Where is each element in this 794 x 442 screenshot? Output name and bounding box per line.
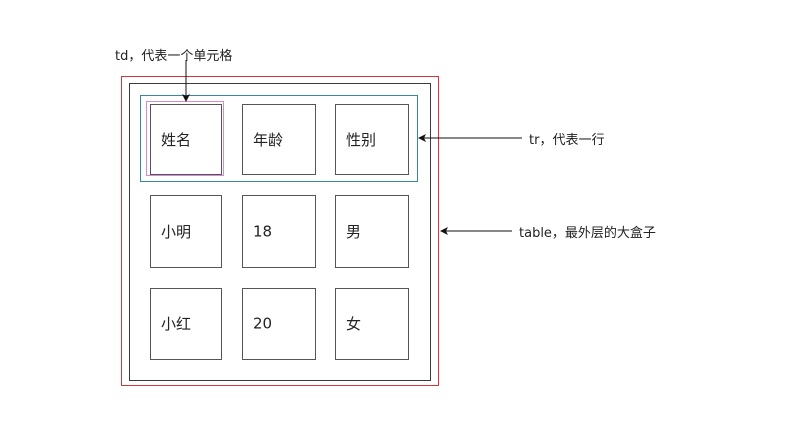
cell-text: 18 [253,222,273,241]
table-cell: 女 [335,288,409,360]
td-annotation-label: td，代表一个单元格 [115,49,233,64]
table-cell: 18 [242,195,316,268]
cell-text: 女 [346,315,362,334]
table-inner-border [129,83,431,381]
cell-text: 性别 [346,130,377,149]
table-cell: 小红 [150,288,222,360]
table-cell: 男 [335,195,409,268]
cell-text: 男 [346,222,362,241]
table-cell: 性别 [335,104,409,175]
tr-row-box [140,95,418,182]
cell-text: 姓名 [161,130,192,149]
table-cell: 小明 [150,195,222,268]
cell-text: 年龄 [253,130,284,149]
table-cell: 年龄 [242,104,316,175]
cell-text: 20 [253,314,273,333]
table-outer-box [121,76,439,386]
table-annotation-label: table，最外层的大盒子 [519,226,656,241]
tr-annotation-label: tr，代表一行 [529,133,605,148]
cell-text: 小明 [161,222,192,241]
cell-text: 小红 [161,315,192,334]
table-cell: 20 [242,288,316,360]
table-cell: 姓名 [150,104,222,175]
